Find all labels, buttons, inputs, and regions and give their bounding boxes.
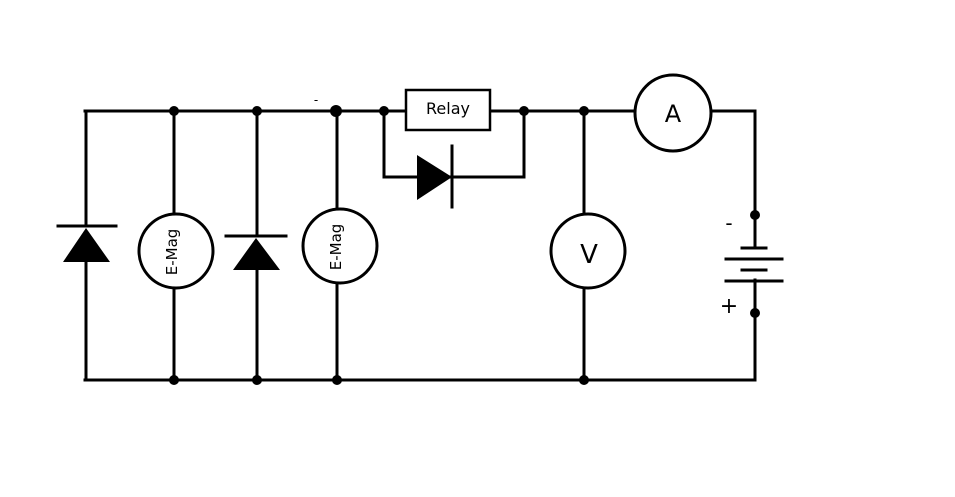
diode-branch-left [56, 109, 118, 382]
battery-cells [724, 246, 784, 283]
diode-branch-middle [224, 109, 288, 382]
voltmeter-label: V [580, 240, 598, 270]
emag-branch-2: E-Mag [301, 109, 379, 382]
voltmeter-branch: V [549, 109, 627, 382]
relay-box [404, 88, 492, 132]
diode-left [63, 228, 110, 262]
stray-dash-mark: - [314, 93, 318, 107]
emag-branch-1: E-Mag [137, 109, 215, 382]
emag-2-label: E-Mag [327, 224, 345, 271]
emag-1-label: E-Mag [163, 229, 181, 276]
battery-branch: - + [720, 109, 784, 382]
relay-flyback-diode [417, 155, 452, 200]
ammeter-group: A [633, 73, 713, 153]
battery-positive-label: + [720, 294, 738, 319]
diode-middle [233, 238, 280, 270]
battery-negative-label: - [725, 211, 732, 235]
ammeter [633, 73, 713, 153]
emag-coil-2 [301, 207, 379, 285]
junction-dots [169, 105, 760, 385]
emag-coil-1 [137, 212, 215, 290]
ammeter-label: A [665, 100, 682, 128]
voltmeter [549, 212, 627, 290]
relay-label: Relay [426, 99, 470, 118]
relay-assembly: Relay [382, 88, 526, 209]
